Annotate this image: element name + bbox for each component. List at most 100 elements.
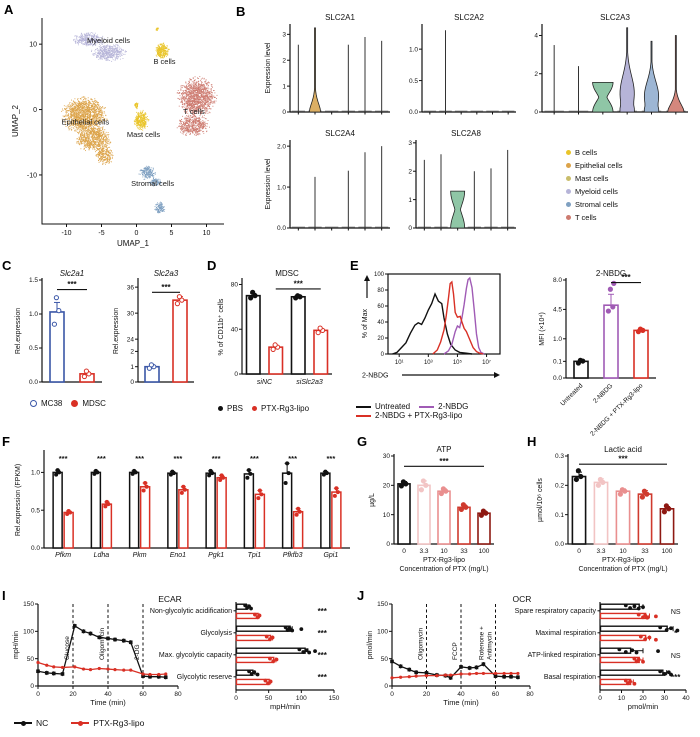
svg-text:30: 30 xyxy=(127,310,135,317)
svg-text:100: 100 xyxy=(374,272,385,278)
legend-label: B cells xyxy=(575,148,598,157)
svg-text:***: *** xyxy=(135,454,144,463)
legend-swatch xyxy=(356,414,371,417)
svg-text:1: 1 xyxy=(130,364,134,371)
svg-text:0: 0 xyxy=(30,683,34,690)
svg-text:0.0: 0.0 xyxy=(409,109,418,116)
svg-text:SLC2A8: SLC2A8 xyxy=(451,129,481,138)
svg-text:30: 30 xyxy=(661,695,669,702)
svg-text:20: 20 xyxy=(377,336,384,342)
panel-e-label: E xyxy=(350,258,359,273)
svg-text:2: 2 xyxy=(408,168,412,175)
svg-text:33: 33 xyxy=(641,548,649,555)
svg-text:Ldha: Ldha xyxy=(94,552,110,559)
svg-text:100: 100 xyxy=(479,548,490,555)
svg-text:SLC2A4: SLC2A4 xyxy=(325,129,355,138)
svg-text:1.0: 1.0 xyxy=(409,46,418,53)
svg-text:pmol/min: pmol/min xyxy=(367,631,374,660)
svg-text:Max. glycolytic capacity: Max. glycolytic capacity xyxy=(159,652,233,659)
svg-text:30: 30 xyxy=(383,453,391,460)
svg-text:3.3: 3.3 xyxy=(419,548,428,555)
panel-a-label: A xyxy=(4,2,14,17)
svg-text:1.0: 1.0 xyxy=(31,470,40,477)
svg-text:siNC: siNC xyxy=(257,379,273,386)
svg-text:2.0: 2.0 xyxy=(277,143,286,150)
svg-text:1.0: 1.0 xyxy=(277,184,286,191)
svg-text:***: *** xyxy=(621,273,631,282)
svg-text:1.5: 1.5 xyxy=(29,277,38,284)
svg-text:mpH/min: mpH/min xyxy=(270,702,300,711)
svg-text:Lactic acid: Lactic acid xyxy=(604,445,642,454)
svg-text:1.0: 1.0 xyxy=(29,311,38,318)
svg-text:FCCP: FCCP xyxy=(452,642,459,660)
svg-text:0.0: 0.0 xyxy=(553,375,562,382)
legend-label: 2-NBDG xyxy=(438,402,469,411)
legend-item-celltypes-2: Mast cells xyxy=(566,174,608,183)
svg-text:***: *** xyxy=(318,651,328,660)
svg-text:3.3: 3.3 xyxy=(596,548,605,555)
svg-text:Concentration of PTX (mg/L): Concentration of PTX (mg/L) xyxy=(578,566,667,573)
svg-text:SLC2A1: SLC2A1 xyxy=(325,13,355,22)
svg-text:2-NBDG: 2-NBDG xyxy=(362,373,388,380)
legend-item-bottom-0: NC xyxy=(14,718,48,728)
svg-text:ATP: ATP xyxy=(437,445,452,454)
svg-text:10: 10 xyxy=(383,512,391,519)
svg-text:0.0: 0.0 xyxy=(29,379,38,386)
svg-text:60: 60 xyxy=(492,691,500,698)
legend-label: MDSC xyxy=(82,399,106,408)
svg-text:pmol/min: pmol/min xyxy=(628,702,658,711)
svg-text:0: 0 xyxy=(408,225,412,232)
svg-text:0.0: 0.0 xyxy=(555,541,564,548)
svg-text:Gpi1: Gpi1 xyxy=(323,552,338,559)
svg-text:Time (min): Time (min) xyxy=(443,698,479,707)
svg-text:0.2: 0.2 xyxy=(555,483,564,490)
legend-label: Myeloid cells xyxy=(575,187,618,196)
svg-text:3: 3 xyxy=(282,32,286,39)
svg-text:80: 80 xyxy=(174,691,182,698)
svg-text:Basal respiration: Basal respiration xyxy=(544,674,596,681)
legend-swatch xyxy=(356,405,371,408)
svg-text:Concentration of PTX (mg/L): Concentration of PTX (mg/L) xyxy=(399,566,488,573)
svg-text:0: 0 xyxy=(534,109,538,116)
svg-text:***: *** xyxy=(318,607,328,616)
svg-text:0.1: 0.1 xyxy=(553,359,562,366)
svg-text:80: 80 xyxy=(526,691,534,698)
svg-text:10⁷: 10⁷ xyxy=(482,359,491,366)
svg-text:2-DG: 2-DG xyxy=(134,644,141,660)
svg-text:2: 2 xyxy=(282,57,286,64)
svg-text:Eno1: Eno1 xyxy=(170,552,186,559)
svg-text:3: 3 xyxy=(408,140,412,147)
svg-text:Oligomycin: Oligomycin xyxy=(418,627,425,660)
legend-swatch xyxy=(218,406,223,411)
svg-text:siSlc2a3: siSlc2a3 xyxy=(296,379,323,386)
svg-text:24: 24 xyxy=(127,336,135,343)
legend-swatch xyxy=(566,189,571,194)
svg-text:***: *** xyxy=(318,629,328,638)
svg-text:Spare respiratory capacity: Spare respiratory capacity xyxy=(515,608,597,615)
svg-text:***: *** xyxy=(59,454,68,463)
svg-text:0: 0 xyxy=(390,691,394,698)
svg-text:2: 2 xyxy=(534,71,538,78)
svg-text:% of CD11b⁺ cells: % of CD11b⁺ cells xyxy=(218,298,225,355)
svg-text:36: 36 xyxy=(127,284,135,291)
svg-text:PTX-Rg3-lipo: PTX-Rg3-lipo xyxy=(423,557,465,564)
legend-item-e-0: Untreated xyxy=(356,402,410,411)
svg-text:NS: NS xyxy=(671,653,681,660)
panel-j-label: J xyxy=(357,588,365,603)
legend-item-e-2: 2-NBDG + PTX-Rg3-lipo xyxy=(356,411,462,420)
legend-label: 2-NBDG + PTX-Rg3-lipo xyxy=(375,411,463,420)
